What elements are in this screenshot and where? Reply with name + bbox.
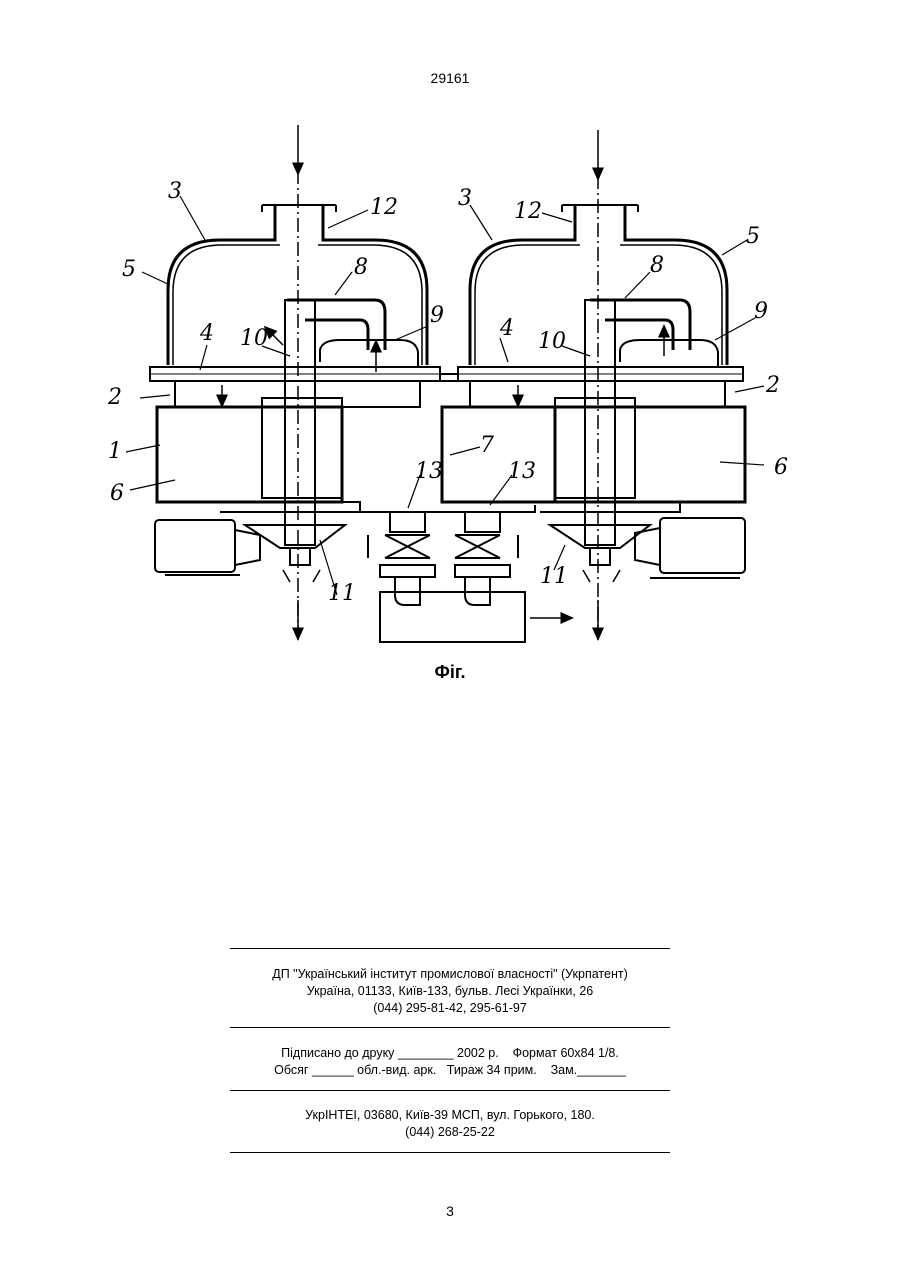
- left-shaft: [285, 300, 315, 545]
- callout-11-right: 11: [540, 564, 568, 589]
- left-rotor-housing: [262, 398, 342, 498]
- callout-6-left: 6: [110, 481, 124, 506]
- callout-13-left: 13: [415, 459, 443, 484]
- right-separator-unit: [458, 205, 745, 578]
- printer-line-2: (044) 268-25-22: [230, 1124, 670, 1141]
- right-valve: [455, 535, 500, 558]
- callout-8-right: 8: [650, 253, 664, 278]
- callout-4-left: 4: [199, 321, 214, 346]
- right-body-housing: [555, 407, 745, 502]
- callout-9-left: 9: [430, 303, 444, 328]
- right-motor: [660, 518, 745, 573]
- publisher-line-2: Україна, 01133, Київ-133, бульв. Лесі Ук…: [230, 983, 670, 1000]
- callout-9-right: 9: [754, 299, 768, 324]
- callout-10-right: 10: [538, 329, 566, 354]
- right-inlet-flange: [562, 205, 638, 212]
- right-cap: [620, 340, 718, 367]
- page-number: 3: [0, 1203, 900, 1219]
- patent-drawing: 3 12 5 8 4 10 9 2 1 6 7 13 13 11 3 12 5 …: [100, 120, 800, 650]
- left-motor: [155, 520, 235, 572]
- left-valve: [385, 535, 430, 558]
- printer-block: УкрІНТЕІ, 03680, Київ-39 МСП, вул. Горьк…: [230, 1107, 670, 1141]
- left-inlet-flange: [262, 205, 336, 212]
- callout-8-left: 8: [354, 255, 368, 280]
- callout-1: 1: [108, 439, 122, 464]
- callout-5-left: 5: [122, 257, 136, 282]
- divider-3: [230, 1090, 670, 1091]
- left-outlet-pipe: [287, 300, 385, 350]
- callout-4-right: 4: [499, 316, 514, 341]
- figure-caption: Фіг.: [0, 662, 900, 683]
- print-info-block: Підписано до друку ________ 2002 р. Форм…: [230, 1045, 670, 1079]
- central-chamber: [442, 407, 555, 502]
- central-valve-body: [360, 505, 535, 512]
- callout-7: 7: [480, 433, 494, 458]
- callout-3-right: 3: [458, 186, 472, 211]
- publisher-block: ДП "Український інститут промислової вла…: [230, 966, 670, 1017]
- callout-6-right: 6: [774, 455, 788, 480]
- left-separator-unit: [150, 205, 440, 575]
- print-line-1: Підписано до друку ________ 2002 р. Форм…: [230, 1045, 670, 1062]
- callout-11-left: 11: [328, 581, 356, 606]
- callout-2-left: 2: [107, 385, 122, 410]
- callout-12-left: 12: [370, 195, 398, 220]
- right-outlet-pipe: [590, 300, 690, 350]
- callout-5-right: 5: [746, 224, 760, 249]
- callout-12-right: 12: [514, 199, 542, 224]
- collector-pipe: [380, 592, 525, 642]
- callout-10-left: 10: [240, 326, 268, 351]
- callout-13-right: 13: [508, 459, 536, 484]
- divider-2: [230, 1027, 670, 1028]
- callout-3-left: 3: [168, 179, 182, 204]
- publisher-line-1: ДП "Український інститут промислової вла…: [230, 966, 670, 983]
- right-shaft: [585, 300, 615, 545]
- publisher-line-3: (044) 295-81-42, 295-61-97: [230, 1000, 670, 1017]
- divider-1: [230, 948, 670, 949]
- flow-arrows: [222, 125, 664, 640]
- print-line-2: Обсяг ______ обл.-вид. арк. Тираж 34 при…: [230, 1062, 670, 1079]
- printer-line-1: УкрІНТЕІ, 03680, Київ-39 МСП, вул. Горьк…: [230, 1107, 670, 1124]
- document-number: 29161: [0, 70, 900, 86]
- divider-4: [230, 1152, 670, 1153]
- callout-2-right: 2: [765, 373, 780, 398]
- right-rotor-housing: [555, 398, 635, 498]
